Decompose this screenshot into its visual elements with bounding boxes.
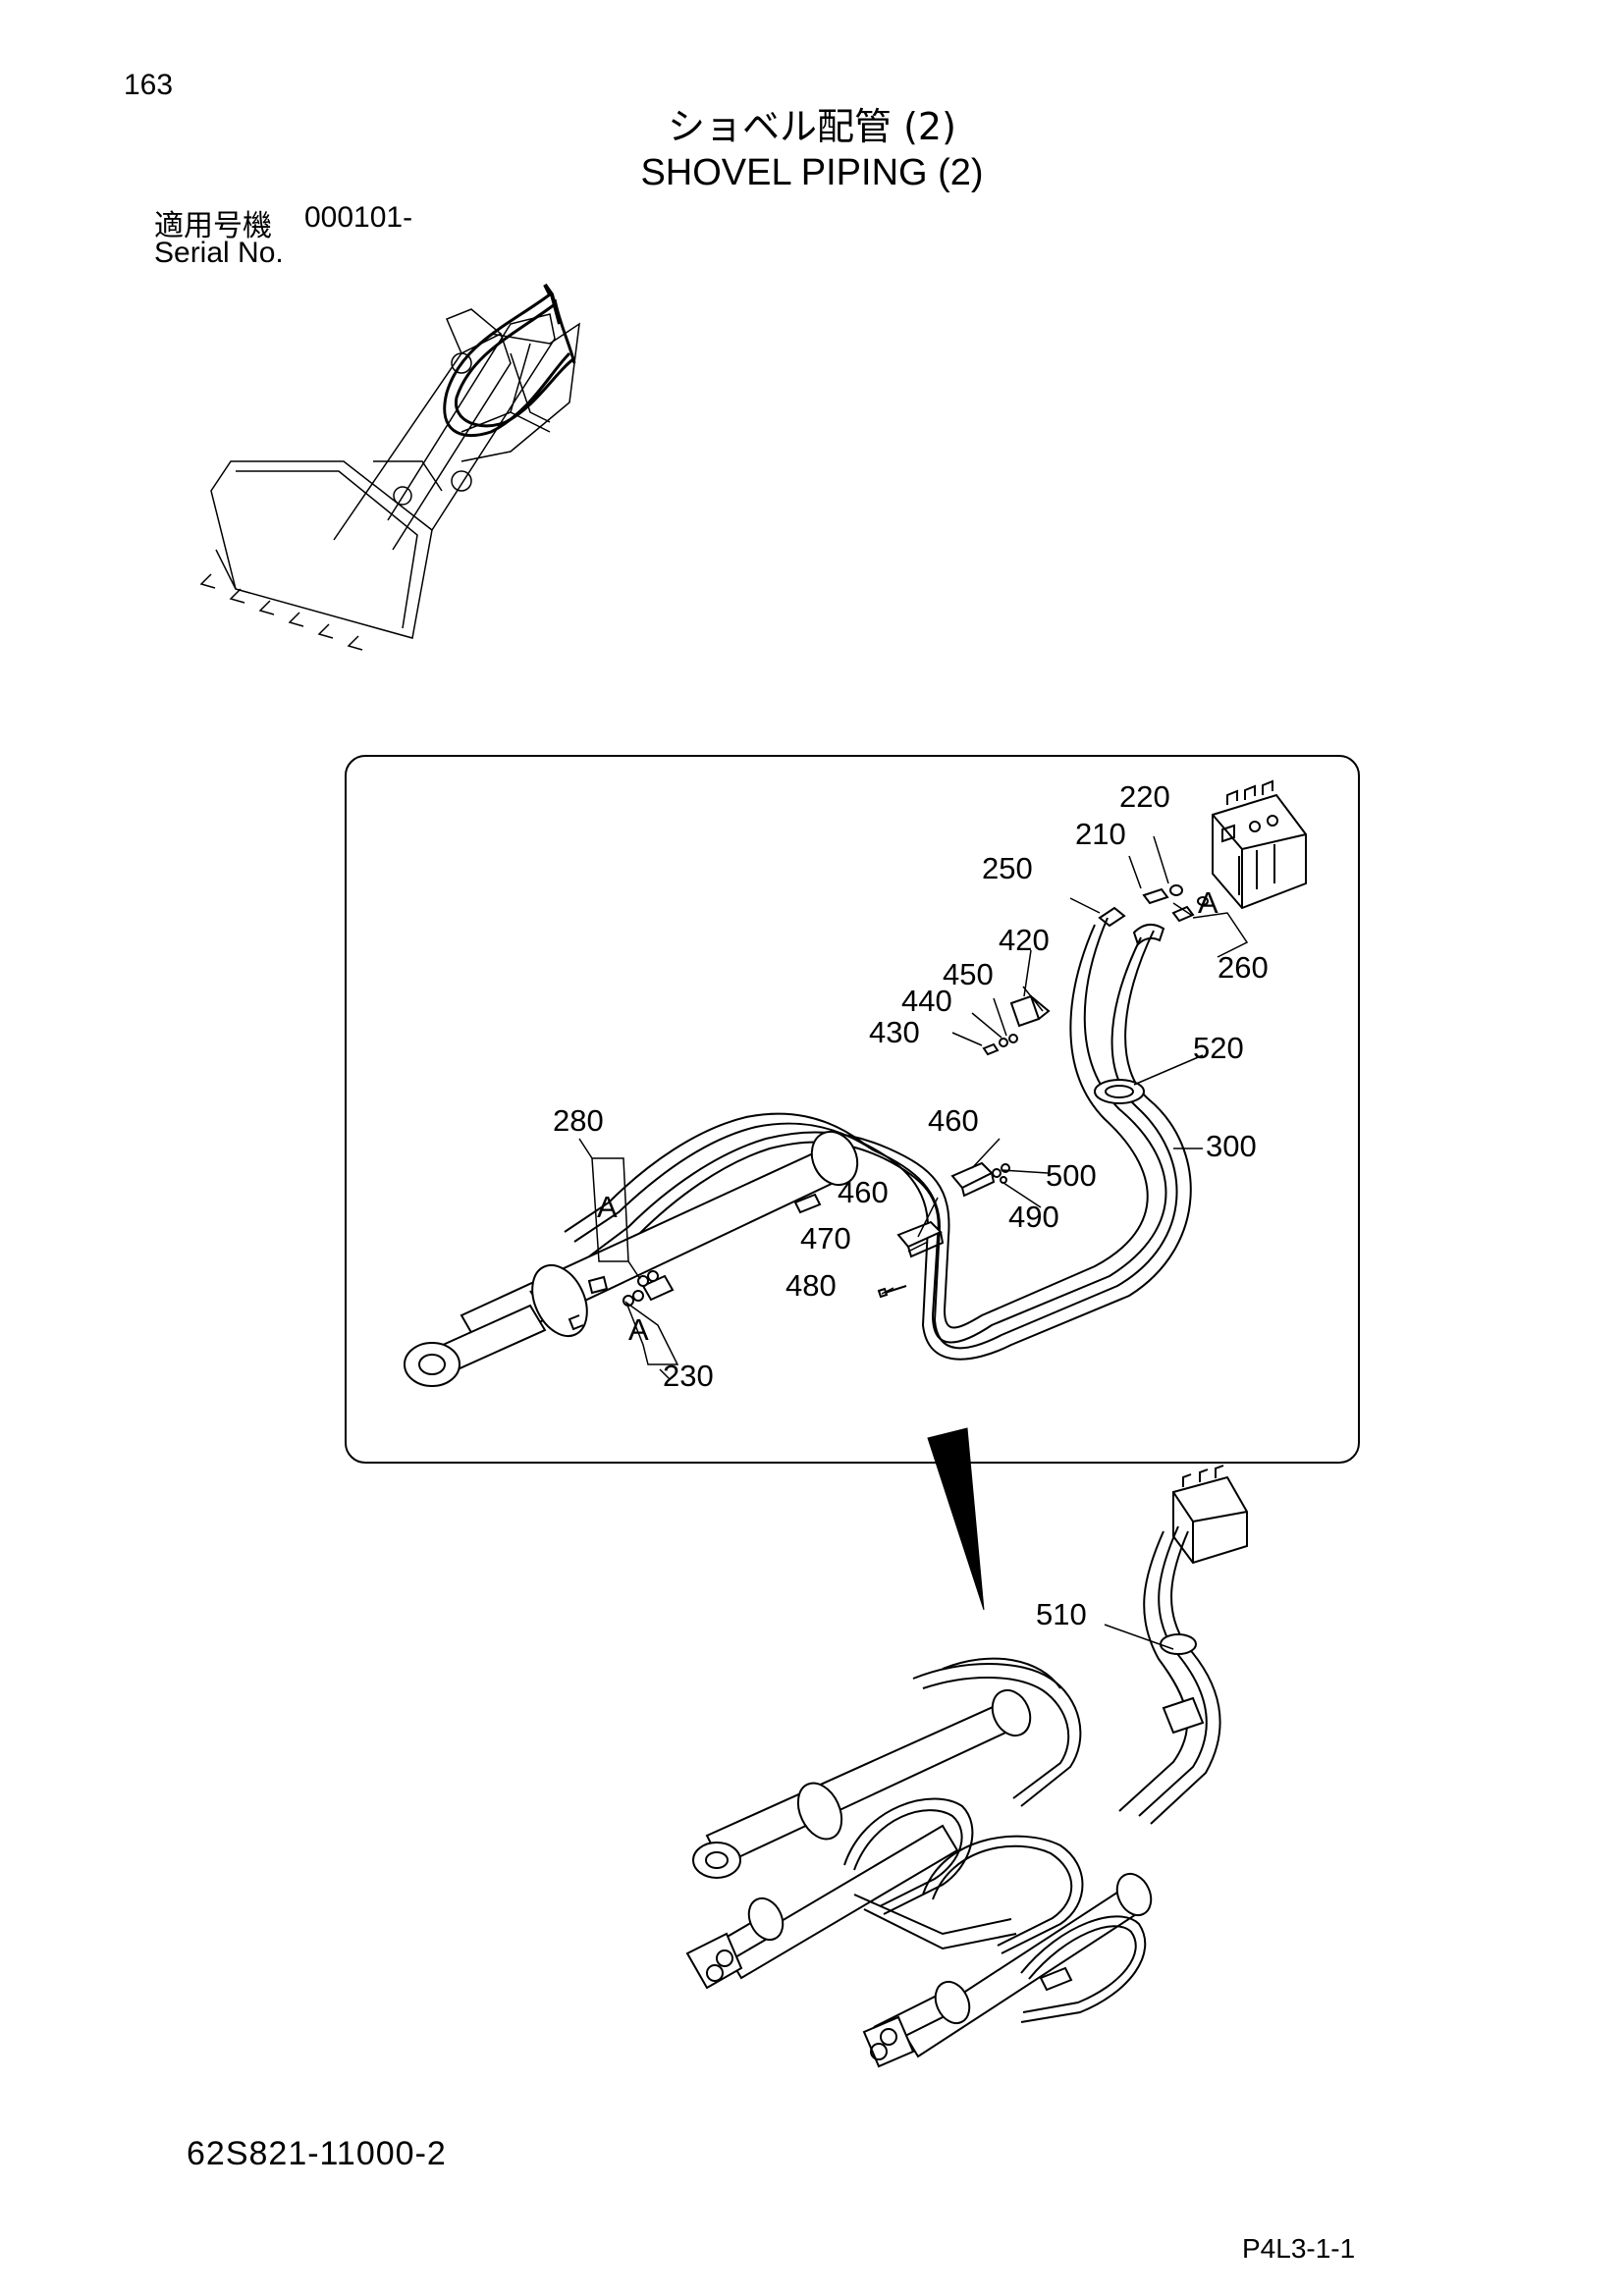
serial-label-english: Serial No. xyxy=(154,237,284,269)
page-title-english: SHOVEL PIPING (2) xyxy=(640,152,984,193)
serial-label-japanese: 適用号機 xyxy=(154,209,272,243)
callout-280: 280 xyxy=(553,1103,604,1138)
callout-420: 420 xyxy=(999,923,1050,957)
page-number: 163 xyxy=(124,69,174,101)
detail-pointer xyxy=(927,1427,985,1611)
leader-510 xyxy=(1104,1624,1174,1650)
hose-clamp-bracket xyxy=(982,994,1051,1056)
page-title-japanese: ショベル配管 (2) xyxy=(668,105,956,148)
drawing-number: 62S821-11000-2 xyxy=(187,2135,447,2172)
view-a-label-230: A xyxy=(628,1312,649,1347)
callout-470: 470 xyxy=(800,1221,851,1255)
callout-460-upper: 460 xyxy=(928,1103,979,1138)
callout-490: 490 xyxy=(1008,1200,1059,1234)
boom-cylinder xyxy=(404,1130,859,1387)
callout-480: 480 xyxy=(785,1268,837,1303)
view-a-label-280: A xyxy=(597,1190,618,1224)
loader-overview-illustration xyxy=(199,283,580,651)
hose-clamp-blocks xyxy=(877,1161,1010,1299)
bucket-teeth xyxy=(199,573,363,651)
leader-lines xyxy=(578,835,1249,1380)
callout-440: 440 xyxy=(901,984,952,1018)
callout-210: 210 xyxy=(1075,817,1126,851)
callout-450: 450 xyxy=(943,957,994,991)
callout-510: 510 xyxy=(1036,1597,1087,1631)
hose-bundle xyxy=(863,917,1192,1361)
page-code: P4L3-1-1 xyxy=(1242,2233,1356,2264)
callout-500: 500 xyxy=(1046,1158,1097,1193)
callout-250: 250 xyxy=(982,851,1033,885)
cylinder-port-fittings xyxy=(623,1270,659,1307)
lower-assembly-illustration xyxy=(685,1465,1248,2068)
callout-300: 300 xyxy=(1206,1129,1257,1163)
callout-260: 260 xyxy=(1218,950,1269,985)
callout-460-lower: 460 xyxy=(838,1175,889,1209)
callout-220: 220 xyxy=(1119,779,1170,814)
valve-fittings xyxy=(1098,884,1209,946)
callout-230: 230 xyxy=(663,1359,714,1393)
view-a-label-260: A xyxy=(1198,885,1218,920)
detail-panel xyxy=(345,755,1360,1464)
callout-430: 430 xyxy=(869,1015,920,1049)
callout-520: 520 xyxy=(1193,1031,1244,1065)
serial-value: 000101- xyxy=(304,201,413,234)
control-valve xyxy=(1212,779,1307,910)
